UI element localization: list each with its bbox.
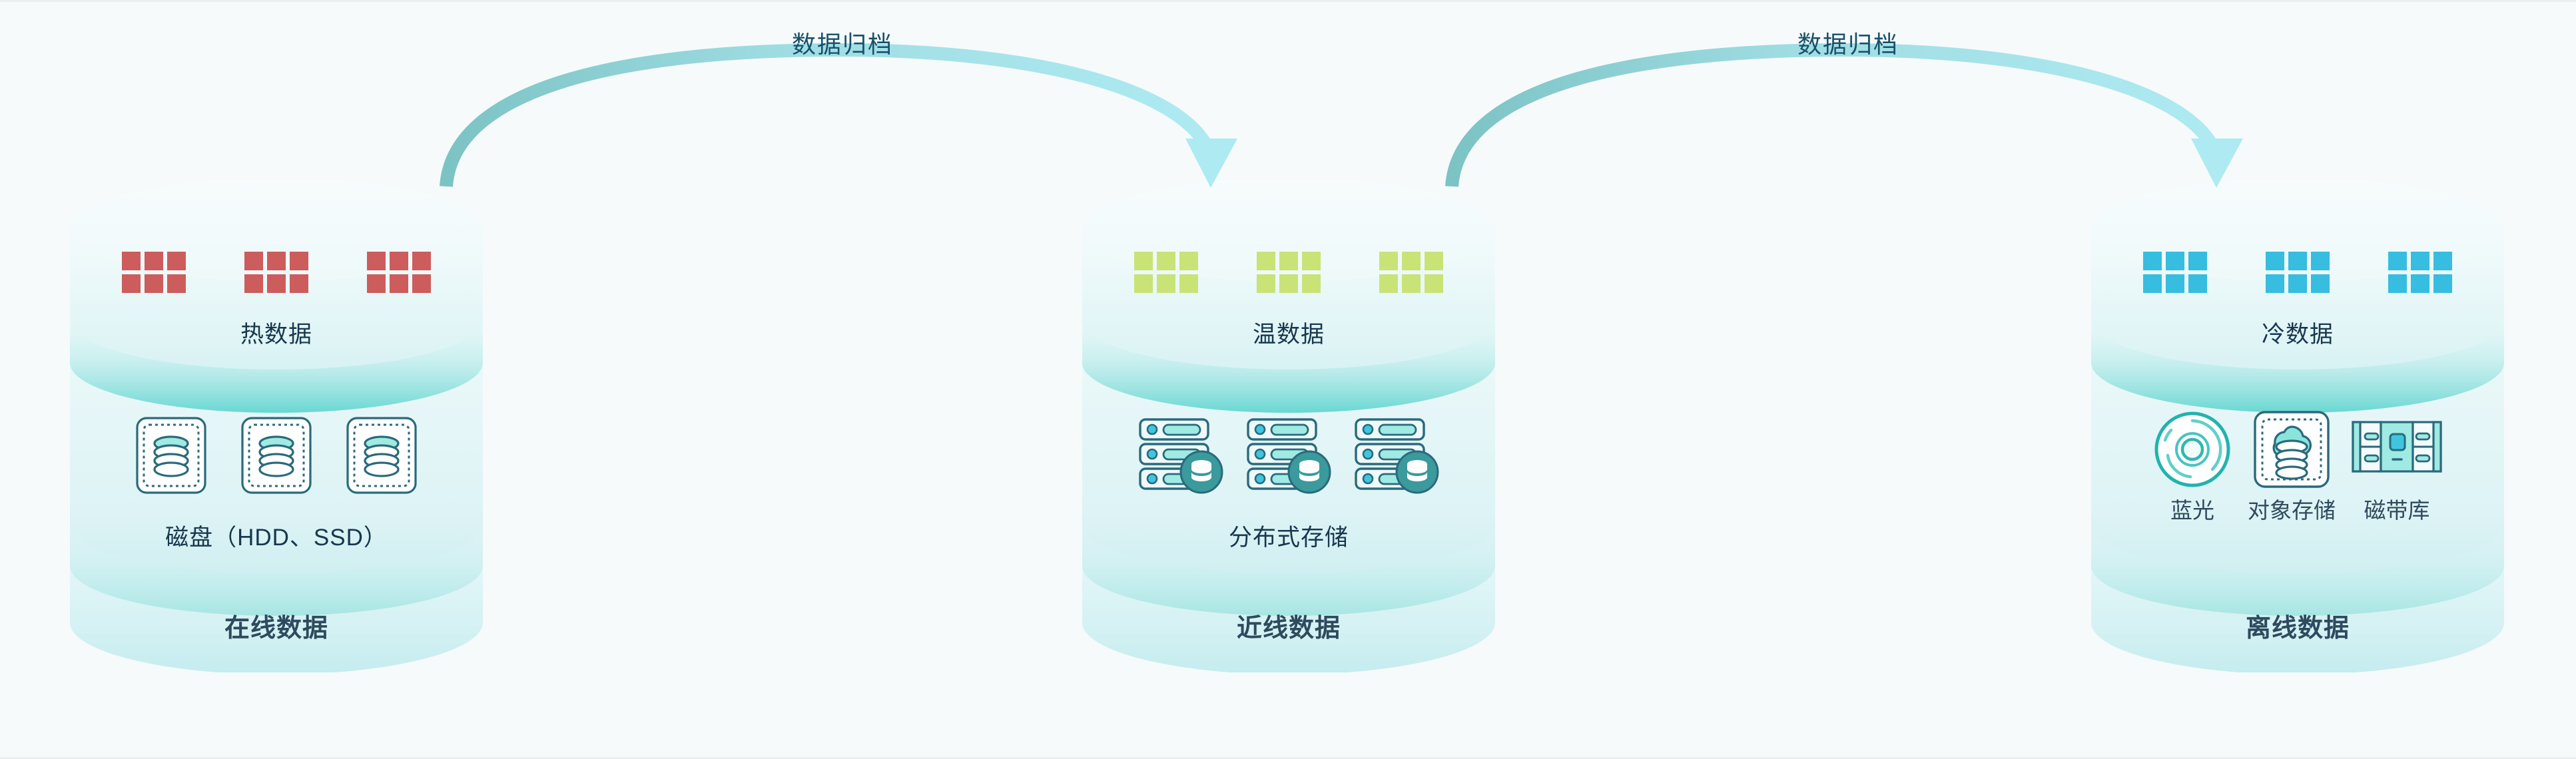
device-caption: 蓝光 — [2170, 498, 2214, 523]
device-caption: 对象存储 — [2248, 498, 2336, 523]
device-disk-2[interactable] — [240, 416, 312, 504]
disk-box-icon — [241, 417, 312, 494]
tier-label-nearline: 近线数据 — [1236, 615, 1341, 642]
device-row-offline: 蓝光 对象存储 — [2091, 406, 2504, 521]
grid-squares-icon — [2266, 252, 2330, 293]
grid-squares-icon — [1134, 252, 1198, 293]
cloud-object-storage-icon — [2254, 411, 2330, 488]
device-disk-1[interactable] — [135, 416, 207, 504]
tape-library-icon — [2352, 421, 2442, 473]
disk-box-icon — [136, 417, 206, 494]
tier-cylinder-online: 热数据 — [70, 180, 483, 672]
arrow-nearline-to-offline: 数据归档 — [1432, 27, 2264, 193]
tier-label-offline: 离线数据 — [2245, 615, 2350, 642]
device-caption: 磁带库 — [2364, 498, 2430, 523]
grid-squares-icon — [2143, 252, 2207, 293]
arrow-label: 数据归档 — [1797, 31, 1899, 58]
server-rack-icon — [1355, 418, 1439, 494]
grid-squares-icon — [2388, 252, 2452, 293]
device-server-3[interactable] — [1353, 416, 1440, 504]
grid-squares-icon — [367, 252, 431, 293]
device-bluray[interactable]: 蓝光 — [2152, 409, 2233, 521]
media-label-nearline: 分布式存储 — [1228, 525, 1349, 551]
device-row-nearline — [1082, 416, 1495, 504]
arrow-online-to-nearline: 数据归档 — [426, 27, 1259, 193]
optical-disc-icon — [2154, 411, 2230, 487]
data-temperature-label-offline: 冷数据 — [2261, 322, 2334, 348]
grid-squares-icon — [244, 252, 308, 293]
device-server-1[interactable] — [1137, 416, 1224, 504]
grid-squares-icon — [1379, 252, 1443, 293]
disk-box-icon — [346, 417, 417, 494]
tier-label-online: 在线数据 — [224, 615, 328, 642]
data-temperature-label-online: 热数据 — [240, 322, 312, 348]
server-rack-icon — [1247, 418, 1331, 494]
device-row-online — [70, 416, 483, 504]
device-server-2[interactable] — [1245, 416, 1332, 504]
chip-row-nearline — [1082, 252, 1495, 293]
chip-row-offline — [2091, 252, 2504, 293]
grid-squares-icon — [122, 252, 186, 293]
arrow-label: 数据归档 — [791, 31, 893, 58]
device-tape-library[interactable]: 磁带库 — [2350, 406, 2443, 521]
curved-arrow-right-icon — [440, 43, 1237, 188]
grid-squares-icon — [1257, 252, 1321, 293]
device-object-storage[interactable]: 对象存储 — [2248, 409, 2336, 521]
curved-arrow-right-icon — [1445, 43, 2243, 188]
server-rack-icon — [1139, 418, 1223, 494]
chip-row-online — [70, 252, 483, 293]
device-disk-3[interactable] — [346, 416, 418, 504]
data-temperature-label-nearline: 温数据 — [1252, 322, 1325, 348]
tier-cylinder-offline: 冷数据 蓝光 — [2091, 180, 2504, 672]
media-label-online: 磁盘（HDD、SSD） — [165, 525, 388, 551]
tier-cylinder-nearline: 温数据 — [1082, 180, 1495, 672]
